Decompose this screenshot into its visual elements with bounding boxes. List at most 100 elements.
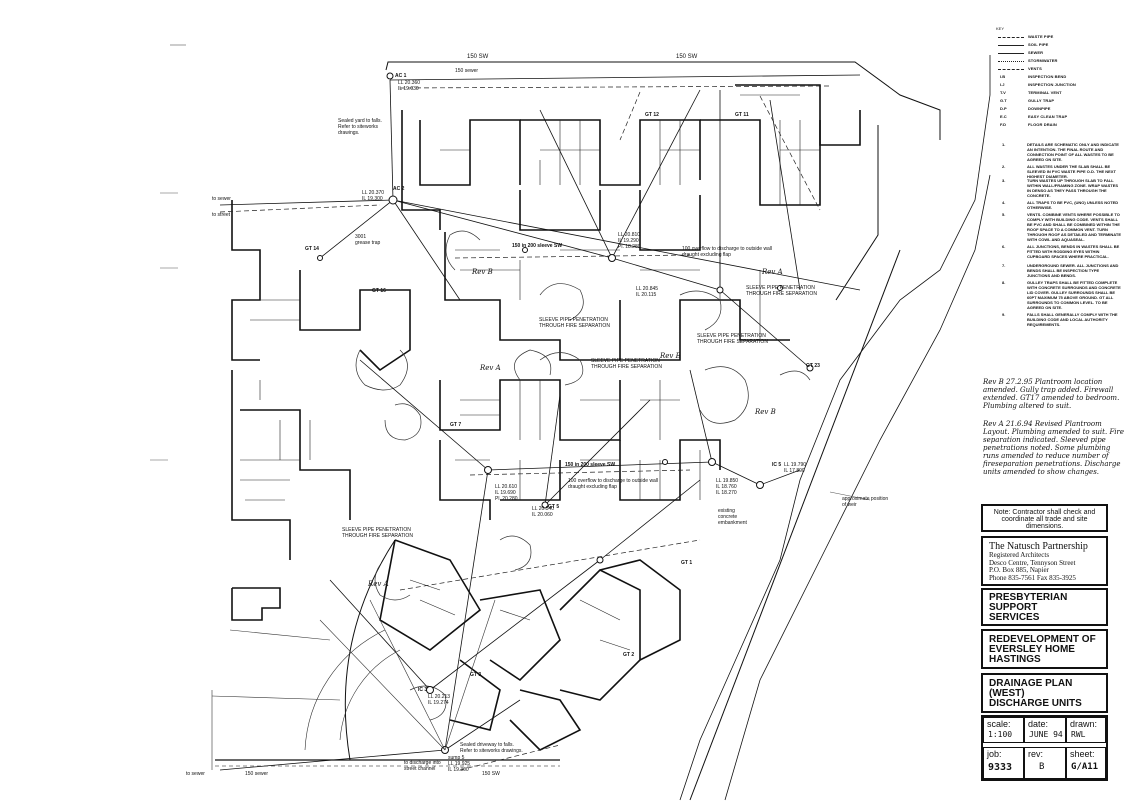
sw-run-label: 150 in 200 sleeve SW [512, 243, 563, 249]
key-note-text: ALL JUNCTIONS, BENDS IN WASTES SHALL BE … [1027, 244, 1120, 259]
revision-cloud-label: Rev A [762, 268, 783, 276]
level-annotation: LL 19.790 IL 17.890 [784, 462, 807, 474]
trees-hedges [355, 230, 811, 721]
drawn-value: RWL [1071, 730, 1086, 739]
key-abbreviation: I.B [1000, 74, 1006, 79]
overflow-note: 100 overflow to discharge to outside wal… [568, 478, 659, 490]
key-note-text: VENTS. COMBINE VENTS WHERE POSSIBLE TO C… [1027, 212, 1121, 242]
level-annotation: LL 20.810 IL 19.290 Pl. 18.280 [618, 232, 641, 250]
revision-note-b: Rev B 27.2.95 Plantroom location amended… [983, 378, 1120, 410]
revision-cloud-label: Rev A [368, 580, 389, 588]
rev-value: B [1039, 762, 1045, 772]
scale-cell: scale: 1:100 [983, 717, 1024, 743]
key-row: SOIL PIPE [996, 42, 1126, 50]
overflow-note: 100 overflow to discharge to outside wal… [682, 246, 773, 258]
sheet-value: G/A11 [1071, 762, 1099, 772]
key-note-text: DETAILS ARE SCHEMATIC ONLY AND INDICATE … [1027, 142, 1119, 162]
project-block: REDEVELOPMENT OF EVERSLEY HOME HASTINGS [981, 629, 1108, 669]
sw-run-label: 150 in 200 sleeve SW [565, 462, 616, 468]
project-line: EVERSLEY HOME [989, 644, 1075, 655]
embankment-note: existing concrete embankment [718, 508, 747, 526]
key-line-sample [998, 37, 1024, 38]
key-note-number: 6. [1002, 244, 1006, 249]
sheet-cell: sheet: G/A11 [1066, 747, 1106, 779]
rev-label: rev: [1028, 749, 1044, 759]
key-row: T.V TERMINAL VENT [996, 90, 1126, 98]
sheet-label: sheet: [1070, 749, 1095, 759]
gully-trap-label: GT 7 [450, 422, 462, 428]
gully-trap-label: GT 11 [735, 112, 749, 118]
key-abbreviation: T.V [1000, 90, 1006, 95]
key-label: VENTS [1028, 66, 1042, 71]
key-note-text: ALL TRAPS TO BE PVC, (UNO) UNLESS NOTED … [1027, 200, 1119, 210]
key-title: KEY [996, 26, 1005, 31]
revision-cloud-label: Rev B [472, 268, 493, 276]
sleeve-penetration-note: SLEEVE PIPE PENETRATION THROUGH FIRE SEP… [591, 358, 662, 370]
stormwater-runs [219, 85, 831, 771]
date-value: JUNE 94 [1029, 730, 1063, 739]
project-line: HASTINGS [989, 654, 1041, 665]
level-annotation: LL 20.845 IL 20.115 [636, 286, 659, 298]
internal-walls [240, 94, 820, 651]
key-row: VENTS [996, 66, 1126, 74]
inspection-chamber-label: IC 5 [772, 462, 782, 468]
key-note-number: 3. [1002, 178, 1006, 183]
manholes-gully-traps [317, 72, 814, 754]
architect-detail: P.O. Box 885, Napier [989, 566, 1049, 574]
rev-cell: rev: B [1024, 747, 1066, 779]
inspection-chamber-label: IC 3 [418, 687, 428, 693]
gully-trap-label: GT 23 [806, 363, 820, 369]
key-line-sample [998, 45, 1024, 46]
key-line-sample [998, 61, 1024, 62]
revision-cloud-label: Rev B [755, 408, 776, 416]
key-note-number: 8. [1002, 280, 1006, 285]
gully-trap-label: GT 12 [645, 112, 659, 118]
key-line-sample [998, 69, 1024, 70]
drawing-info-grid: scale: 1:100 date: JUNE 94 drawn: RWL jo… [981, 715, 1108, 781]
gully-trap-label: GT 3 [470, 672, 482, 678]
job-value: 9333 [988, 762, 1013, 773]
sealed-driveway-note: Sealed driveway to falls. Refer to sitew… [460, 742, 523, 754]
job-cell: job: 9333 [983, 747, 1024, 779]
drain-runs [219, 74, 861, 771]
revision-cloud-label: Rev A [480, 364, 501, 372]
key-abbreviation: G.T [1000, 98, 1007, 103]
sealed-yard-note: Sealed yard to falls. Refer to siteworks… [338, 118, 382, 136]
gully-trap-label: GT 1 [681, 560, 693, 566]
access-chamber-label: AC 2 [393, 186, 405, 192]
key-note-number: 4. [1002, 200, 1006, 205]
sleeve-penetration-note: SLEEVE PIPE PENETRATION THROUGH FIRE SEP… [697, 333, 768, 345]
architect-block: The Natusch Partnership Registered Archi… [981, 536, 1108, 586]
client-line: SUPPORT [989, 602, 1038, 613]
client-block: PRESBYTERIAN SUPPORT SERVICES [981, 588, 1108, 626]
sewer-run-label: 150 sewer [245, 771, 269, 777]
key-label: TERMINAL VENT [1028, 90, 1062, 95]
radial-set-out-arcs [211, 599, 496, 770]
key-note-number: 1. [1002, 142, 1006, 147]
key-note-text: FALLS SHALL GENERALLY COMPLY WITH THE BU… [1027, 312, 1118, 327]
key-note-text: UNDERGROUND SEWER. ALL JUNCTIONS AND BEN… [1027, 263, 1119, 278]
drawing-title-line: DISCHARGE UNITS [989, 698, 1082, 709]
revision-note-a: Rev A 21.6.94 Revised Plantroom Layout. … [983, 420, 1125, 476]
sleeve-penetration-note: SLEEVE PIPE PENETRATION THROUGH FIRE SEP… [539, 317, 610, 329]
to-sewer-label: to sewer [212, 196, 231, 202]
client-line: SERVICES [989, 612, 1040, 623]
drawing-title-line: DRAINAGE PLAN [989, 678, 1073, 689]
date-label: date: [1028, 719, 1049, 729]
key-abbreviation: E.C [1000, 114, 1007, 119]
access-chamber-label: AC 1 [395, 73, 407, 79]
key-note-number: 2. [1002, 164, 1006, 169]
key-line-sample [998, 53, 1024, 54]
architect-name: The Natusch Partnership [989, 541, 1088, 552]
sw-run-label: 150 SW [676, 54, 698, 60]
site-boundary [215, 55, 991, 801]
key-note-number: 7. [1002, 263, 1006, 268]
drawn-label: drawn: [1070, 719, 1098, 729]
grease-trap-label: 3001 grease trap [355, 234, 381, 246]
scale-label: scale: [987, 719, 1011, 729]
